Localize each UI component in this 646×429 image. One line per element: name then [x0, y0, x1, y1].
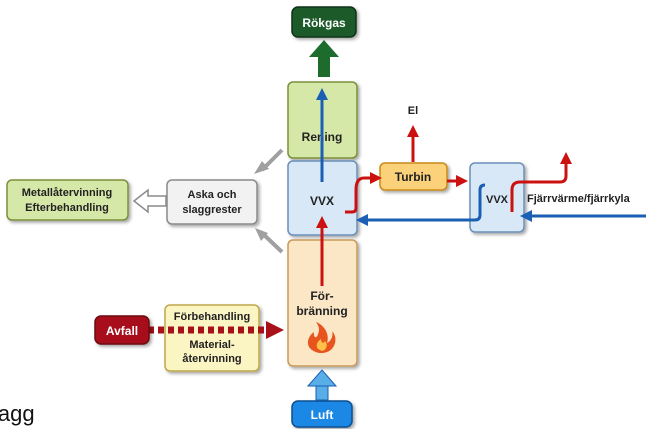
return-blue-arrow [356, 183, 486, 226]
turbin-label: Turbin [395, 170, 431, 184]
flame-icon [307, 322, 336, 354]
el-label: El [408, 105, 418, 117]
vvx-side-label: VVX [486, 194, 509, 206]
aska-label-1: Aska och [188, 189, 237, 201]
avfall-label: Avfall [106, 324, 138, 338]
fjarrvarme-label: Fjärrvärme/fjärrkyla [527, 193, 631, 205]
air-arrow [306, 369, 338, 401]
rokgas-label: Rökgas [302, 16, 346, 30]
el-arrow [407, 125, 419, 162]
turbin-box: Turbin [379, 162, 448, 191]
luft-label: Luft [311, 408, 334, 422]
luft-box: Luft [291, 400, 353, 428]
avfall-box: Avfall [94, 315, 150, 345]
forbehandling-label: Förbehandling [174, 311, 250, 323]
district-supply-arrow [510, 152, 572, 212]
aska-box: Aska och slaggrester [166, 179, 258, 225]
vvx-side-box: VVX [469, 162, 525, 233]
flue-gas-blue-arrow [316, 88, 328, 182]
aska-label-2: slaggrester [182, 204, 242, 216]
metal-recovery-arrow [132, 188, 167, 214]
flue-gas-red-arrow [316, 216, 328, 286]
steam-loop-arrow [345, 172, 468, 214]
forbranning-label-2: bränning [296, 304, 347, 318]
caption-text: slagg [0, 401, 35, 426]
district-return-arrow [520, 210, 646, 222]
residue-gray-arrows [254, 148, 284, 254]
material-label-2: återvinning [182, 353, 241, 365]
metall-label-2: Efterbehandling [25, 202, 109, 214]
vvx-main-label: VVX [310, 194, 334, 208]
material-label-1: Material- [189, 339, 235, 351]
rokgas-box: Rökgas [291, 6, 357, 38]
metall-box: Metallåtervinning Efterbehandling [6, 179, 129, 221]
forbehandling-box: Förbehandling Material- återvinning [164, 304, 260, 372]
metall-label-1: Metallåtervinning [22, 187, 112, 199]
forbranning-label-1: För- [310, 289, 333, 303]
waste-dashed-arrow [148, 321, 284, 339]
exhaust-arrow [309, 40, 339, 77]
